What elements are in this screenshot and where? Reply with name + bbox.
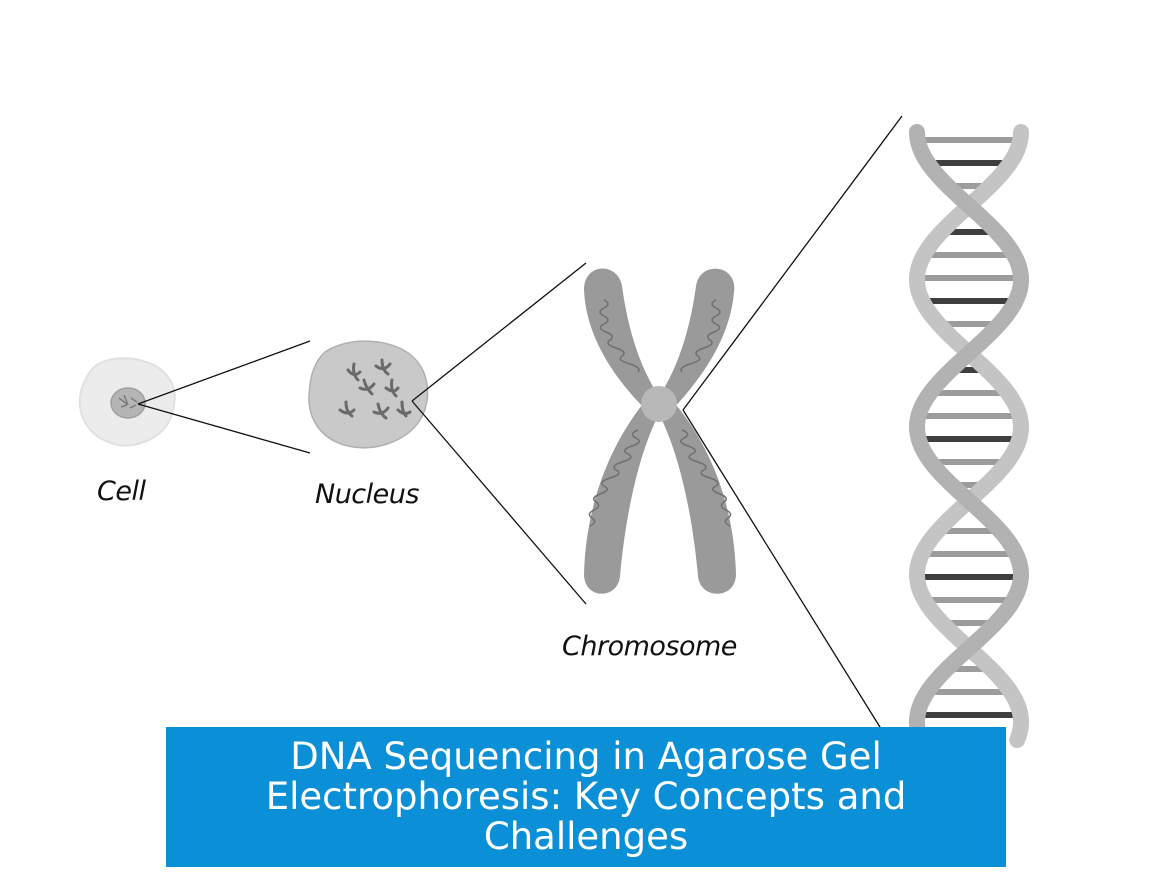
- chromosome-arm-upper-left: [584, 268, 660, 410]
- chromosome-illustration: [584, 268, 736, 594]
- nucleus-body: [308, 340, 429, 449]
- chromosome-arm-lower-right: [658, 400, 736, 594]
- chromosome-centromere: [641, 386, 677, 422]
- cell-label: Cell: [97, 476, 146, 507]
- nucleus-label: Nucleus: [315, 479, 419, 510]
- dna-base-pairs: [917, 137, 1021, 718]
- chromosome-label: Chromosome: [562, 631, 737, 662]
- cell-illustration: [78, 357, 176, 447]
- chromosome-arm-lower-left: [584, 400, 660, 594]
- dna-backbone-strand-b: [908, 124, 1030, 748]
- banner-title: DNA Sequencing in Agarose Gel Electropho…: [265, 735, 907, 858]
- zoom-lines-chromosome-dna: [682, 115, 903, 741]
- zoom-lines-nucleus-chromosome: [411, 262, 587, 605]
- zoom-lines-cell-nucleus: [137, 340, 311, 454]
- dna-double-helix: [908, 124, 1030, 748]
- title-banner: DNA Sequencing in Agarose Gel Electropho…: [166, 727, 1006, 867]
- chromosome-arm-upper-right: [658, 268, 735, 410]
- nucleus-illustration: [308, 340, 429, 449]
- dna-backbone-strand-a: [908, 124, 1030, 748]
